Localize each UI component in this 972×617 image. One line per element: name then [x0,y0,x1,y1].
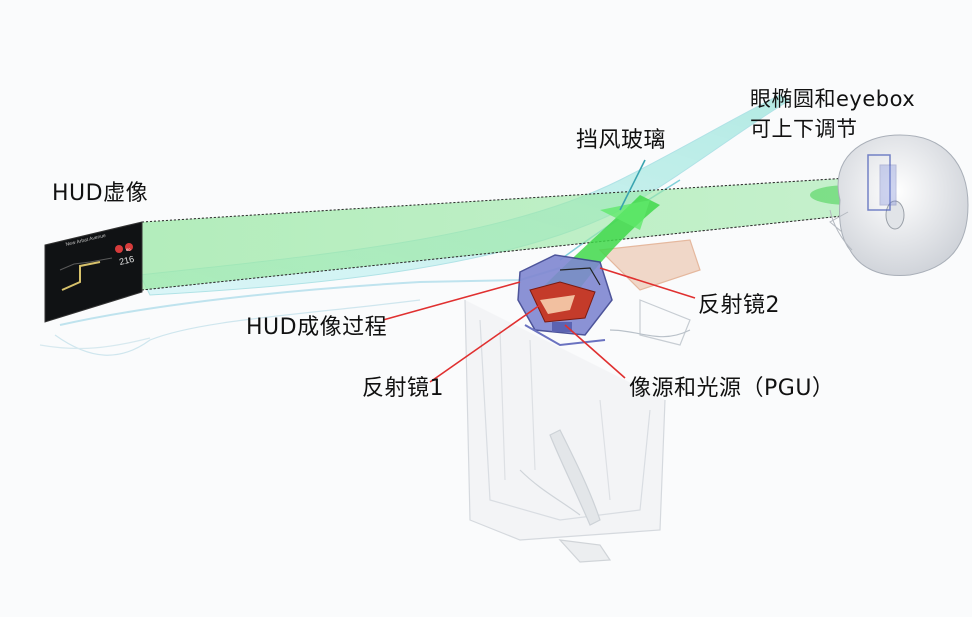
windshield-label: 挡风玻璃 [576,128,667,153]
driver-head [829,134,969,277]
virtual-image-screen: New Arbat Avenue 216 60 [44,221,143,323]
mirror1-label: 反射镜1 [362,376,444,401]
hud-housing [517,254,613,347]
imaging-process-label: HUD成像过程 [246,315,388,340]
light-beam [141,175,881,291]
eyebox-label-line2: 可上下调节 [750,117,858,141]
screen-distance-text: 216 [118,254,135,267]
dashboard-structure [39,239,701,563]
screen-speed-limit: 60 [126,247,131,252]
mirror2-label: 反射镜2 [698,293,780,318]
callout-lines [382,159,696,383]
pgu-label: 像源和光源（PGU） [629,376,835,401]
virtual-image-label: HUD虚像 [52,181,149,206]
eyebox-label-line1: 眼椭圆和eyebox [750,87,916,111]
